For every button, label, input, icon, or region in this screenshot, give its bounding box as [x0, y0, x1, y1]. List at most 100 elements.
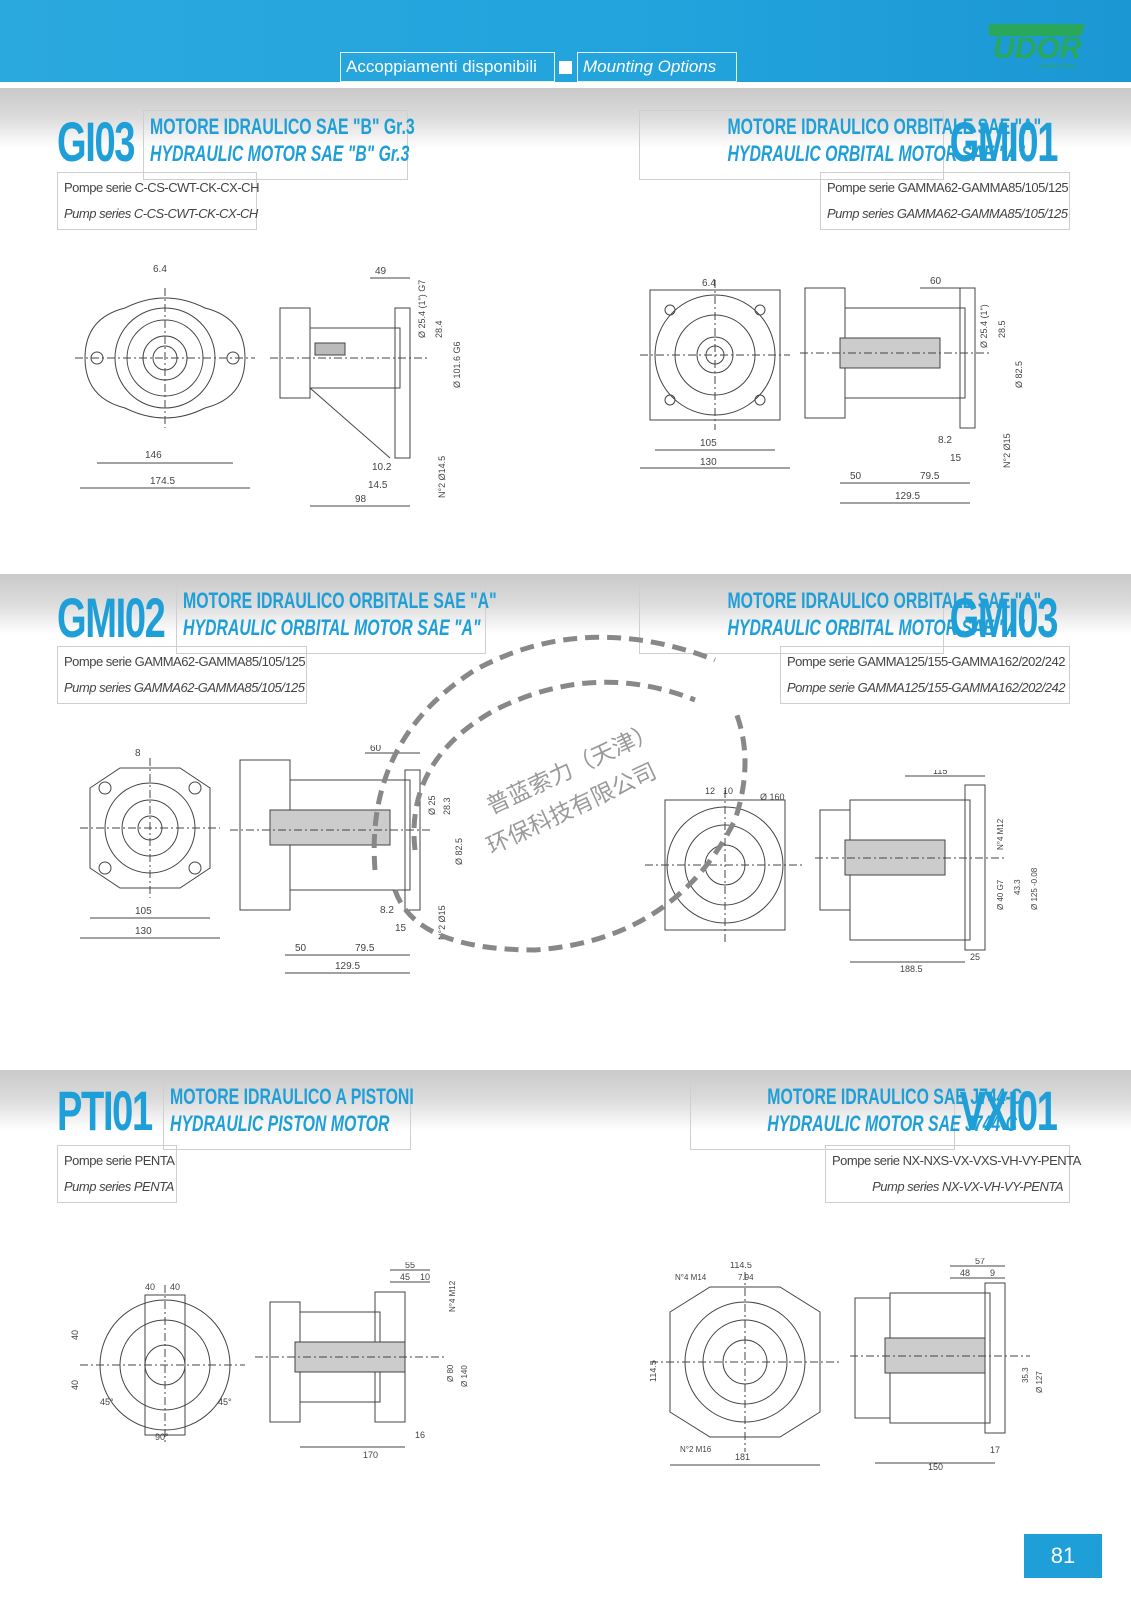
dim-label: 43.3: [1013, 879, 1022, 895]
side-view-drawing: 115 188.5 25 N°4 M12 Ø 40 G7 43.3 Ø 125 …: [815, 770, 1050, 975]
dim-label: 45°: [100, 1397, 114, 1407]
pump-series-italian: Pompe serie GAMMA62-GAMMA85/105/125: [827, 180, 1069, 195]
dim-label: N°2 M16: [680, 1445, 712, 1454]
title-english: HYDRAULIC ORBITAL MOTOR SAE "A": [727, 615, 1025, 640]
dim-label: Ø 160: [760, 792, 785, 802]
dim-label: 6.4: [153, 264, 167, 275]
section-title: MOTORE IDRAULICO ORBITALE SAE "A" HYDRAU…: [176, 584, 497, 654]
dim-label: 129.5: [335, 961, 360, 972]
dim-label: Ø 140: [460, 1365, 469, 1387]
dim-label: N°4 M14: [675, 1273, 707, 1282]
pump-series-italian: Pompe serie GAMMA62-GAMMA85/105/125: [64, 654, 306, 669]
dim-label: Ø 82.5: [454, 838, 464, 865]
dim-label: Ø 25.4 (1") G7: [417, 280, 427, 338]
dim-label: 146: [145, 450, 162, 461]
dim-label: 105: [135, 906, 152, 917]
dim-label: 16: [415, 1430, 425, 1440]
dim-label: 50: [295, 943, 307, 954]
pump-series-english: Pump series GAMMA62-GAMMA85/105/125: [827, 206, 1068, 221]
dim-label: 188.5: [900, 964, 923, 974]
udor-logo: UDOR WATER POWER: [985, 18, 1095, 70]
front-view-drawing: 6.4 105 130: [640, 270, 790, 480]
pump-series-english: Pompe serie GAMMA125/155-GAMMA162/202/24…: [787, 680, 1065, 695]
dim-label: 40: [70, 1330, 80, 1340]
dim-label: Ø 25.4 (1"): [979, 304, 989, 348]
pump-series-english: Pump series C-CS-CWT-CK-CX-CH: [64, 206, 258, 221]
pump-series: Pompe serie C-CS-CWT-CK-CX-CH Pump serie…: [57, 172, 259, 230]
section-title: MOTORE IDRAULICO A PISTONI HYDRAULIC PIS…: [163, 1080, 414, 1150]
dim-label: N°4 M12: [448, 1280, 457, 1312]
dim-label: Ø 25: [427, 795, 437, 815]
section-code: GI03: [57, 110, 135, 173]
section-title: MOTORE IDRAULICO ORBITALE SAE "A" HYDRAU…: [639, 584, 1041, 654]
dim-label: 57: [975, 1258, 985, 1266]
dim-label: 170: [363, 1450, 378, 1460]
section-title: MOTORE IDRAULICO SAE "B" Gr.3 HYDRAULIC …: [143, 110, 415, 180]
dim-label: 49: [375, 266, 387, 277]
pump-series-italian: Pompe serie PENTA: [64, 1153, 175, 1168]
dim-label: 35.3: [1021, 1367, 1030, 1383]
title-italian: MOTORE IDRAULICO SAE "B" Gr.3: [150, 114, 415, 139]
dim-label: 105: [700, 438, 717, 449]
dim-label: 79.5: [920, 471, 940, 482]
watermark-line-2: 环保科技有限公司: [482, 758, 661, 860]
dim-label: 28.4: [434, 320, 444, 338]
title-english: HYDRAULIC ORBITAL MOTOR SAE "A": [183, 615, 481, 640]
dim-label: 40: [170, 1282, 180, 1292]
side-view-drawing: 55 45 10 N°4 M12 Ø 80 Ø 140 16 170: [255, 1262, 475, 1462]
dim-label: 9: [990, 1268, 995, 1278]
logo-subtext: WATER POWER: [1039, 64, 1077, 70]
dim-label: 10: [420, 1272, 430, 1282]
dim-label: 28.3: [442, 797, 452, 815]
section-code: GMI02: [57, 586, 166, 649]
dim-label: 15: [395, 923, 407, 934]
title-english: HYDRAULIC MOTOR SAE J744-C: [767, 1111, 1017, 1136]
section-title: MOTORE IDRAULICO ORBITALE SAE "A" HYDRAU…: [639, 110, 1042, 180]
section-code: GMI03: [949, 586, 1059, 649]
dim-label: 6.4: [702, 278, 716, 289]
dim-label: 40: [70, 1380, 80, 1390]
dim-label: 45°: [218, 1397, 232, 1407]
dim-label: 90°: [155, 1432, 169, 1442]
side-view-drawing: 60 50 79.5 129.5 8.2 15 Ø 25 28.3 Ø 82.5…: [230, 745, 470, 995]
dim-label: 25: [970, 952, 980, 962]
dim-label: 17: [990, 1445, 1000, 1455]
title-italian: MOTORE IDRAULICO A PISTONI: [170, 1084, 414, 1109]
dim-label: 55: [405, 1262, 415, 1270]
watermark-line-1: 普蓝索力（天津）: [482, 718, 661, 820]
dim-label: 114.5: [650, 1360, 658, 1382]
dim-label: 60: [370, 745, 382, 754]
section-code: PTI01: [57, 1079, 153, 1142]
pump-series-italian: Pompe serie NX-NXS-VX-VXS-VH-VY-PENTA: [832, 1153, 1081, 1168]
dim-label: N°2 Ø15: [437, 905, 447, 940]
dim-label: Ø 101.6 G6: [452, 341, 462, 388]
pump-series: Pompe serie GAMMA62-GAMMA85/105/125 Pump…: [57, 646, 307, 704]
dim-label: 15: [950, 453, 962, 464]
dim-label: 7.94: [738, 1273, 754, 1282]
dim-label: 12: [705, 786, 715, 796]
dim-label: 8: [135, 748, 141, 759]
title-italian: MOTORE IDRAULICO ORBITALE SAE "A": [183, 588, 497, 613]
dim-label: 10: [723, 786, 733, 796]
dim-label: N°2 Ø15: [1002, 433, 1012, 468]
dim-label: 174.5: [150, 476, 175, 487]
pump-series-italian: Pompe serie GAMMA125/155-GAMMA162/202/24…: [787, 654, 1065, 669]
pump-series: Pompe serie GAMMA62-GAMMA85/105/125 Pump…: [820, 172, 1070, 230]
pump-series-english: Pump series NX-VX-VH-VY-PENTA: [872, 1179, 1063, 1194]
front-view-drawing: 114.5 N°4 M14 7.94 114.5 N°2 M16 181: [650, 1262, 840, 1472]
dim-label: 130: [700, 457, 717, 468]
title-italian: MOTORE IDRAULICO ORBITALE SAE "A": [727, 114, 1042, 139]
front-view-drawing: 146 174.5 6.4: [75, 258, 255, 508]
dim-label: 50: [850, 471, 862, 482]
pump-series: Pompe serie NX-NXS-VX-VXS-VH-VY-PENTA Pu…: [825, 1145, 1081, 1203]
dim-label: N°2 Ø14.5: [437, 456, 447, 498]
dim-label: 8.2: [938, 435, 952, 446]
dim-label: 181: [735, 1452, 750, 1462]
dim-label: 40: [145, 1282, 155, 1292]
breadcrumb-italian: Accoppiamenti disponibili: [340, 52, 555, 82]
title-italian: MOTORE IDRAULICO SAE J744-C: [767, 1084, 1023, 1109]
section-band-1: [0, 88, 1131, 148]
dim-label: 48: [960, 1268, 970, 1278]
dim-label: Ø 127: [1035, 1371, 1044, 1393]
side-view-drawing: 57 48 9 Ø 127 35.3 17 150: [850, 1258, 1050, 1473]
